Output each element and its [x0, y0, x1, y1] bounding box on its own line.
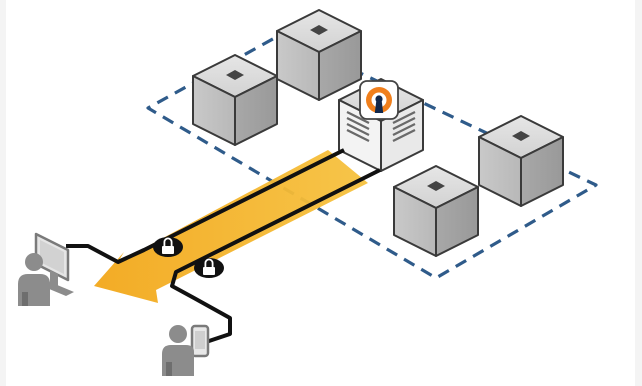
- tunnel-cable-desktop: [66, 148, 345, 264]
- openvpn-logo-icon: [359, 80, 399, 120]
- server-icon: [478, 115, 564, 207]
- lock-icon: [194, 258, 224, 278]
- tunnel-cable-mobile: [170, 168, 381, 344]
- mobile-user-icon: [162, 324, 210, 376]
- vpn-tunnel-arrow: [94, 150, 368, 303]
- server-icon: [276, 9, 362, 101]
- server-icon: [393, 165, 479, 257]
- desktop-user-icon: [18, 232, 74, 306]
- server-icon: [192, 54, 278, 146]
- vpn-network-diagram: [18, 9, 598, 376]
- diagram-panel: [6, 0, 635, 386]
- lock-icon: [153, 237, 183, 257]
